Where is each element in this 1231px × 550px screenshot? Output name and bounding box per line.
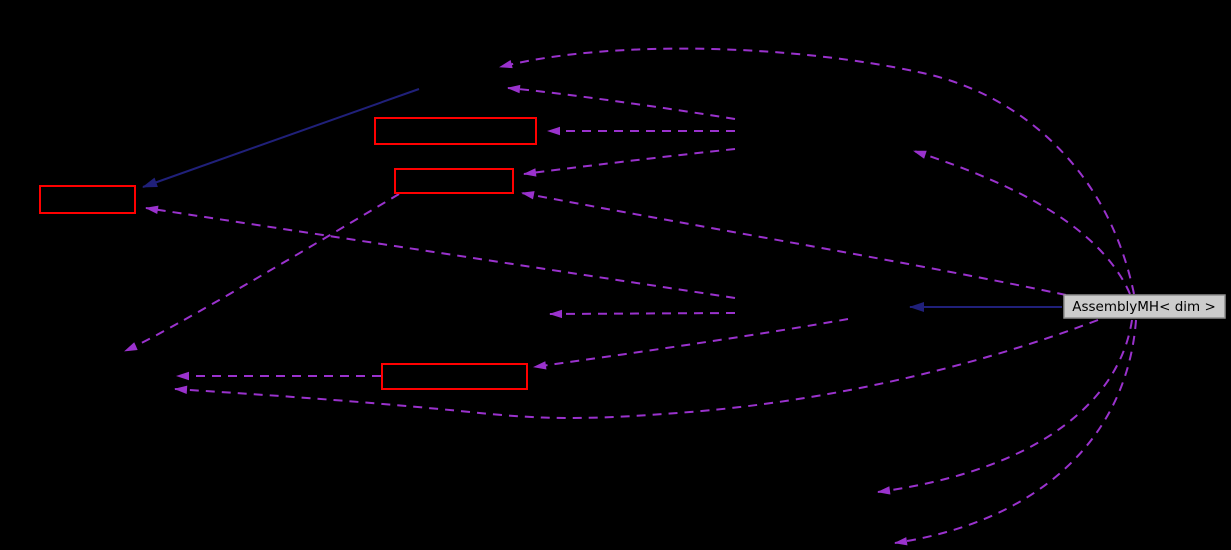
main-node[interactable]: AssemblyMH< dim > [1063, 294, 1226, 319]
edge-usage-main-to-top-node [499, 47, 1135, 295]
red-node-top[interactable] [374, 117, 537, 145]
main-node-label: AssemblyMH< dim > [1072, 299, 1216, 315]
edge-inheritance-top-node-to-left-box [142, 88, 420, 188]
edge-usage-middle-box-to-lower-left-node [124, 193, 400, 352]
edge-usage-main-to-lower-right-node-2 [894, 319, 1137, 546]
edge-usage-main-to-lower-left-node [174, 319, 1099, 419]
edge-usage-center-to-bottom-box [533, 318, 849, 370]
main-node-box[interactable] [1063, 294, 1226, 319]
red-node-bottom[interactable] [381, 363, 528, 390]
red-node-left[interactable] [39, 185, 136, 214]
edge-usage-main-to-lower-right-node-1 [877, 319, 1133, 495]
edge-usage-main-to-middle-box [521, 191, 1067, 296]
red-node-middle[interactable] [394, 168, 514, 194]
edge-usage-center-to-left-box [145, 205, 736, 299]
edge-usage-main-to-upper-right-node [913, 150, 1131, 295]
